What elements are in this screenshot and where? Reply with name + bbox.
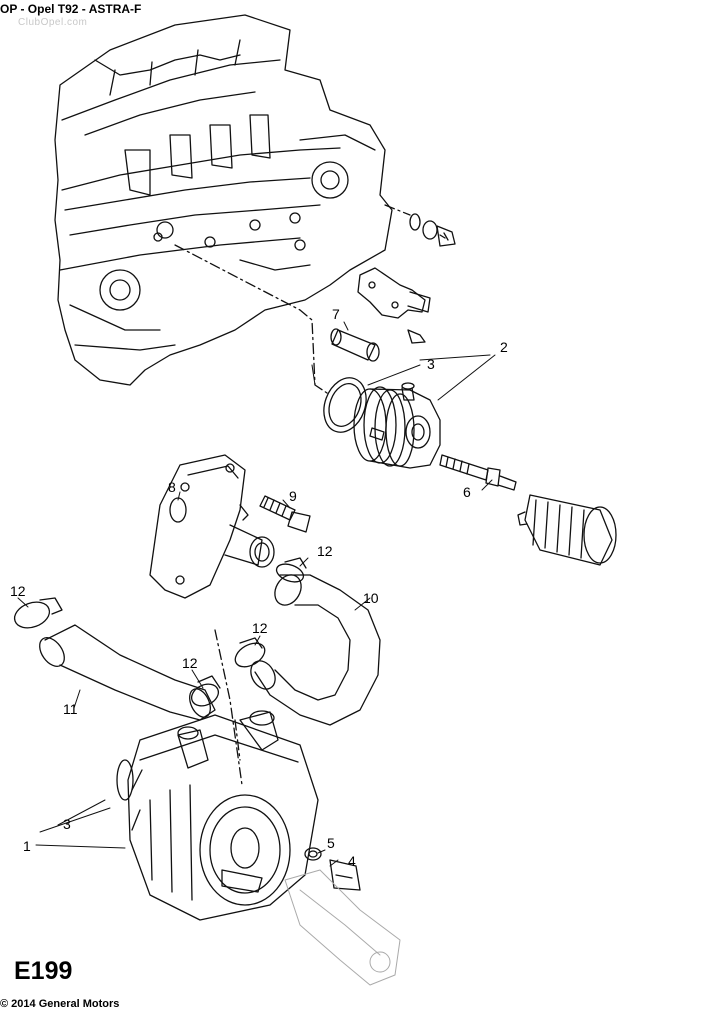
- callout-5: 5: [327, 835, 335, 851]
- part-11-hose-drawing: [39, 624, 216, 721]
- part-4-bolt-drawing: [329, 859, 361, 891]
- engine-block-drawing: [54, 14, 393, 386]
- part-12-clamps-drawing: [13, 557, 307, 707]
- callout-4: 4: [348, 853, 356, 869]
- upper-bolt-drawing: [409, 213, 456, 247]
- part-5-washer-drawing: [304, 847, 322, 861]
- callout-6: 6: [463, 484, 471, 500]
- callout-9: 9: [289, 488, 297, 504]
- part-10-hose-drawing: [250, 574, 381, 726]
- part-2-oil-cooler-adapter-drawing: [353, 382, 441, 469]
- callout-12-b: 12: [317, 543, 333, 559]
- cooler-routing-lines: [214, 629, 243, 786]
- part-9-bolt-drawing: [259, 495, 311, 533]
- ghost-bracket-drawing: [284, 869, 401, 986]
- callout-12-d: 12: [182, 655, 198, 671]
- callout-3-upper: 3: [427, 356, 435, 372]
- callout-12-c: 12: [252, 620, 268, 636]
- callout-7: 7: [332, 306, 340, 322]
- page-title: OP - Opel T92 - ASTRA-F: [0, 2, 142, 16]
- callout-12-a: 12: [10, 583, 26, 599]
- part-3-o-ring-drawing: [323, 377, 367, 433]
- routing-lines: [174, 204, 411, 396]
- diagram-code: E199: [14, 957, 73, 985]
- part-1-oil-cooler-drawing: [116, 710, 319, 921]
- part-6-stud-drawing: [439, 454, 517, 491]
- watermark: ClubOpel.com: [18, 17, 88, 28]
- callout-3-lower: 3: [63, 816, 71, 832]
- callout-8: 8: [168, 479, 176, 495]
- copyright-text: © 2014 General Motors: [0, 998, 120, 1010]
- callout-2: 2: [500, 339, 508, 355]
- callout-10: 10: [363, 590, 379, 606]
- part-8-water-flange-drawing: [149, 454, 275, 599]
- callout-1: 1: [23, 838, 31, 854]
- coolant-flange-drawing: [357, 267, 431, 344]
- oil-filter-drawing: [517, 494, 617, 566]
- callout-11: 11: [63, 701, 78, 717]
- part-7-sleeve-drawing: [330, 328, 380, 362]
- leader-lines: [17, 321, 496, 867]
